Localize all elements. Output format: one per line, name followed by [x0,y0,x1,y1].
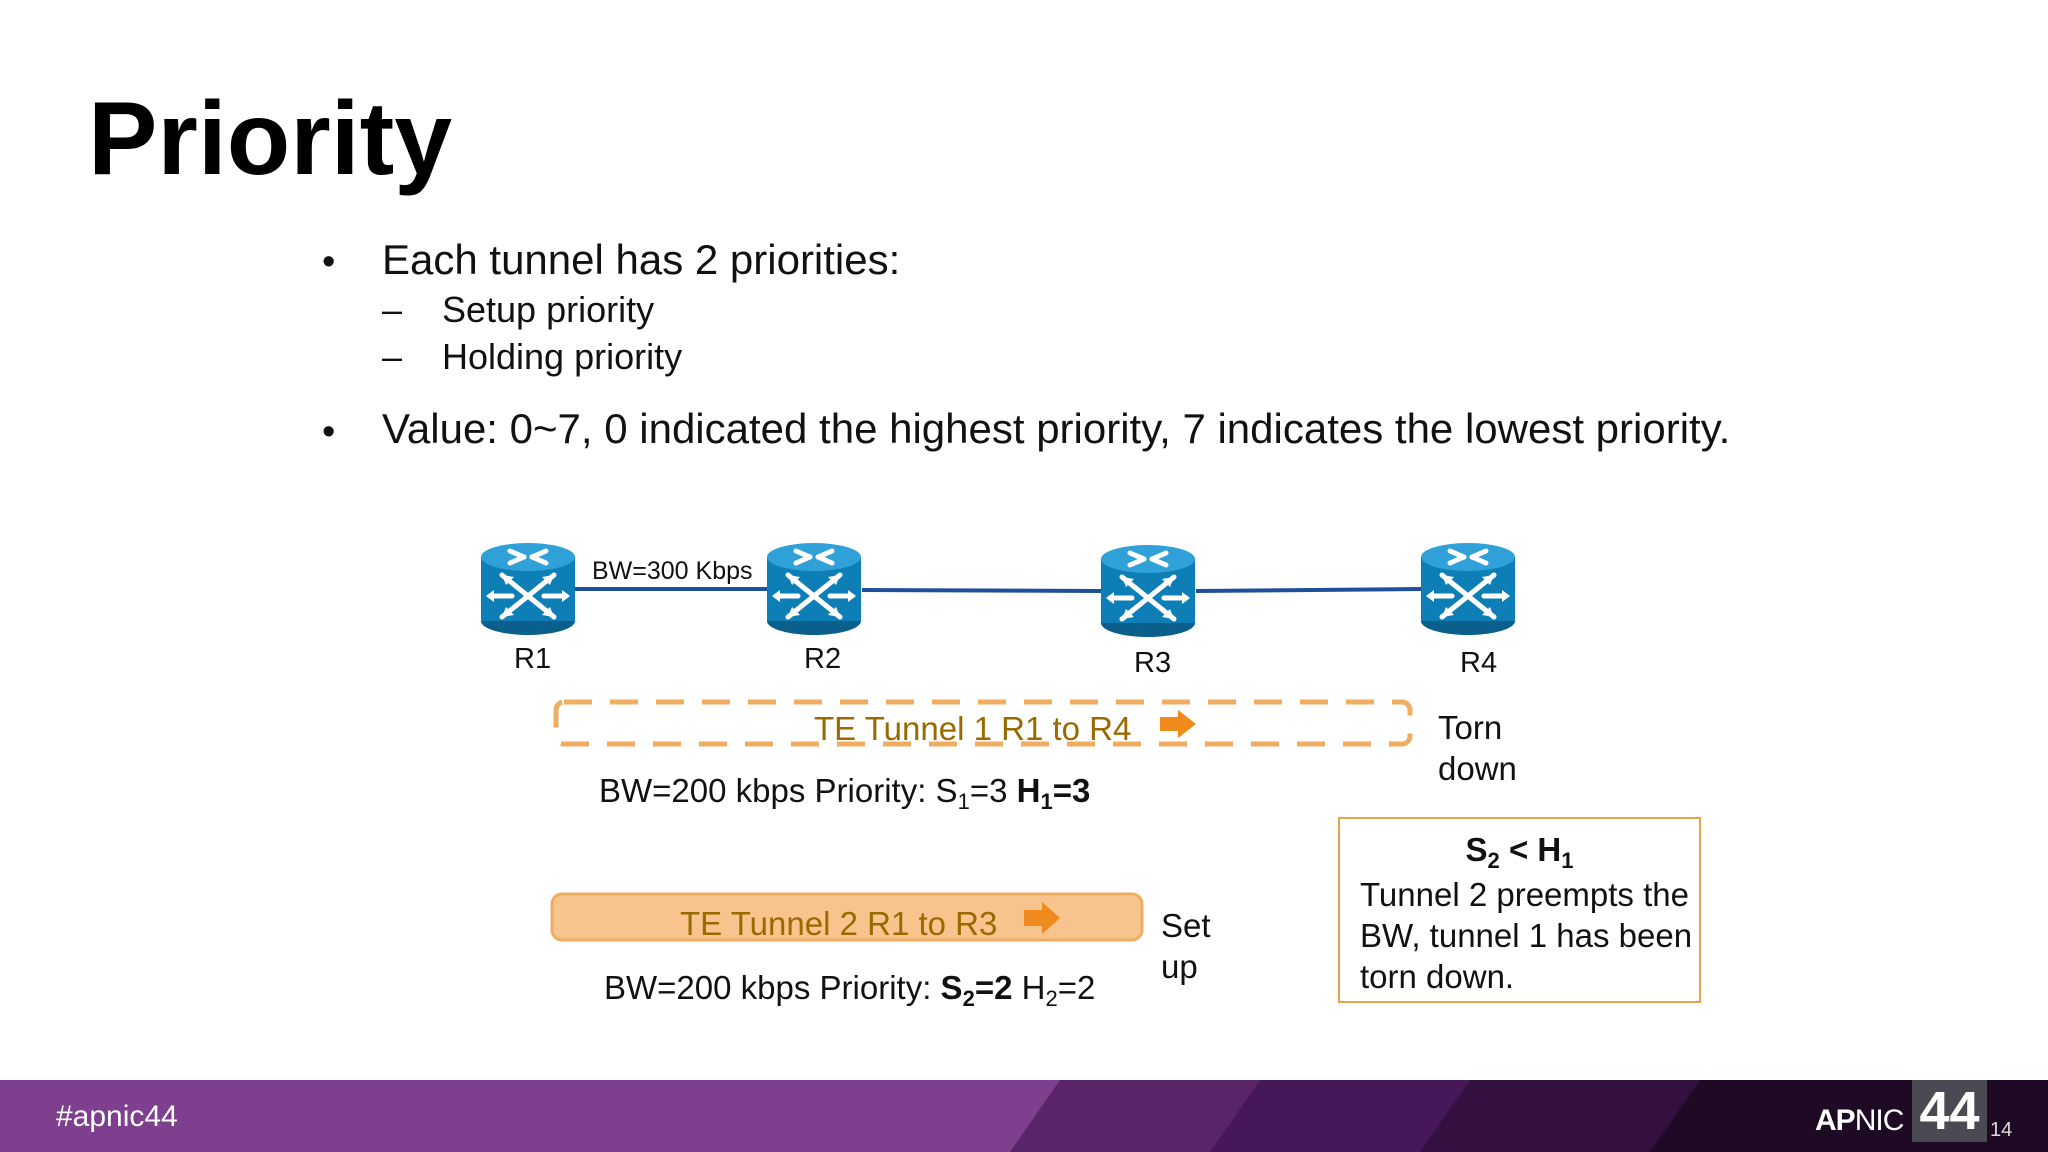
router-icon-r4 [1421,543,1515,635]
bullet-text: Value: 0~7, 0 indicated the highest prio… [382,405,1731,452]
slide-title: Priority [88,81,453,197]
apnic-logo-box [1912,1080,1987,1142]
sub-bullet-text: Holding priority [442,336,683,377]
tunnel-2-bandwidth: BW=200 kbps Priority: S2=2 H2=2 [604,969,1096,1011]
apnic-logo-text: APNIC [1815,1104,1904,1137]
page-number: 14 [1990,1119,2013,1141]
router-label: R4 [1460,647,1498,679]
router-icon-r2 [767,543,861,635]
tunnel-2-arrow-icon [1024,902,1060,934]
tunnel-1-bandwidth: BW=200 kbps Priority: S1=3 H1=3 [599,772,1091,814]
bullet-text: Each tunnel has 2 priorities: [382,236,901,283]
footer-hashtag: #apnic44 [56,1100,178,1133]
link-r2-r3 [861,588,1103,593]
tunnel-1-status: Torn down [1438,709,1517,787]
tunnel-2-label: TE Tunnel 2 R1 to R3 [680,905,998,942]
router-icon-r3 [1101,545,1195,637]
tunnel-2-shape [550,892,1144,942]
sub-bullet-text: Setup priority [442,289,655,330]
tunnel-2-status: Set up [1161,907,1211,985]
tunnel-1-arrow-icon [1160,710,1196,738]
link-r3-r4 [1195,587,1422,593]
sub-bullet-marker: – [382,336,403,377]
note-body: Tunnel 2 preempts the BW, tunnel 1 has b… [1360,876,1693,995]
tunnel-1-shape [553,699,1413,747]
router-icon-r1 [481,543,575,635]
apnic-logo-number: 44 [1919,1081,1980,1141]
router-label: R3 [1134,647,1172,679]
router-label: R2 [804,643,842,675]
note-heading: S2 < H1 [1465,831,1574,873]
tunnel-1-label: TE Tunnel 1 R1 to R4 [814,710,1132,747]
preemption-note: S2 < H1 Tunnel 2 preempts the BW, tunnel… [1338,817,1701,1003]
bullet-marker: • [322,241,336,283]
link-bandwidth-label: BW=300 Kbps [592,557,753,585]
sub-bullet-marker: – [382,289,403,330]
router-label: R1 [514,643,552,675]
bullet-marker: • [322,411,336,453]
